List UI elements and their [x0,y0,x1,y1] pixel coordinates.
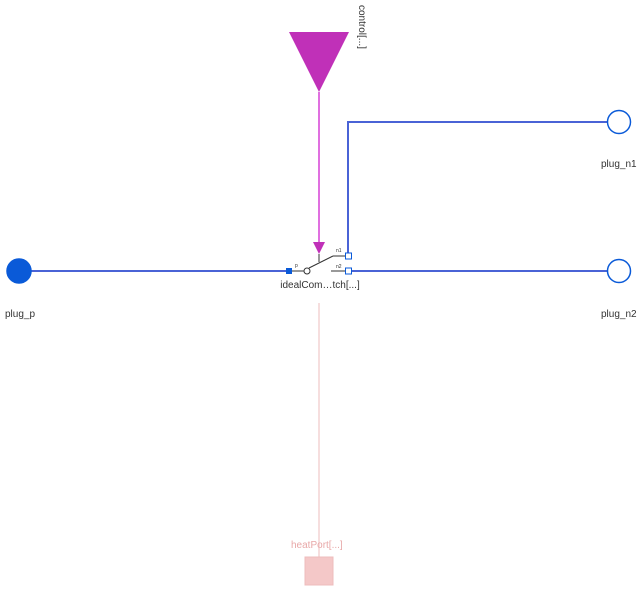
switch-control-arrow [313,242,325,254]
switch-pin-n1[interactable] [345,252,352,260]
switch-pin-n1-label: n1 [336,248,342,254]
wire-plug-n1 [347,121,619,255]
control-input-triangle[interactable] [289,32,349,92]
plug-n1-connector[interactable] [606,109,632,135]
switch-pin-p-label: p [295,263,298,269]
switch-pin-n2[interactable] [345,267,352,275]
switch-pivot [303,267,311,275]
control-label: control[...] [356,5,367,49]
switch-pin-n2-label: n2 [336,264,342,270]
heatport-label: heatPort[...] [291,540,343,551]
heatport-connector[interactable] [304,556,334,586]
switch-label: idealCom…tch[...] [280,280,360,291]
ideal-commuting-switch[interactable]: p n1 n2 idealCom…tch[...] [280,248,360,291]
plug-n2-connector[interactable] [606,258,632,284]
plug-p-label: plug_p [5,309,35,320]
plug-n2-label: plug_n2 [601,309,637,320]
plug-p-connector[interactable] [6,258,32,284]
switch-pin-p[interactable] [286,268,292,274]
switch-blade [308,255,334,269]
plug-n1-label: plug_n1 [601,159,637,170]
